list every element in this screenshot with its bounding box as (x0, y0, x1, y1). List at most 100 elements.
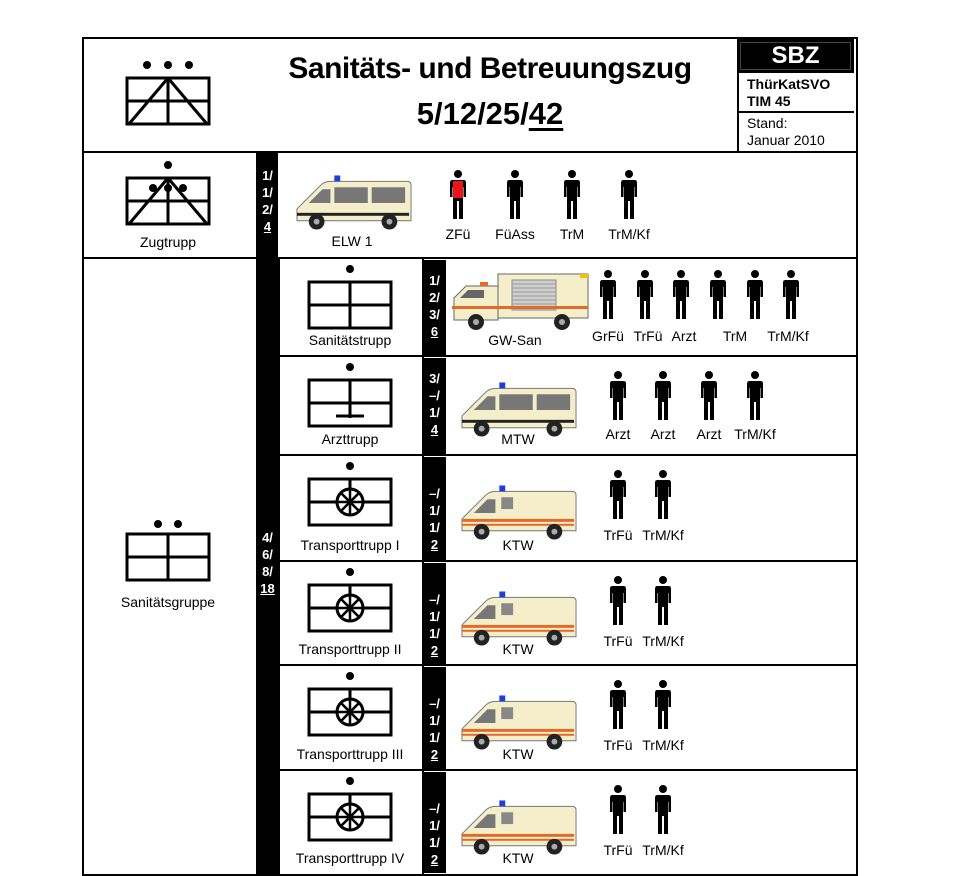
person-icon (610, 371, 626, 420)
strength-value: –/ (429, 592, 440, 607)
divider (278, 355, 856, 357)
wheel-tactical-symbol (307, 672, 393, 737)
divider (82, 257, 856, 259)
strength-value: –/ (429, 388, 440, 403)
doctor-tactical-symbol (307, 363, 393, 428)
strength-value: 1/ (429, 609, 440, 624)
unit-symbol-cell: Transporttrupp III (278, 665, 422, 770)
unit-strength: 5/12/25/42 (250, 96, 730, 132)
unit-strength: 1/2/3/6 (423, 260, 446, 355)
strength-value: 1/ (429, 503, 440, 518)
tim-number: TIM 45 (747, 93, 791, 109)
divider (278, 454, 856, 456)
role-label: Arzt (696, 426, 722, 442)
vehicle-label: KTW (502, 850, 534, 866)
regulation: ThürKatSVO (747, 76, 831, 92)
strength-value: 6/ (262, 547, 273, 562)
role-label: TrM/Kf (642, 842, 684, 858)
unit-strength: –/1/1/2 (423, 667, 446, 769)
person-icon (637, 270, 653, 319)
wheel-tactical-symbol (307, 568, 393, 633)
role-label: ZFü (445, 226, 471, 242)
unit-name: Arzttrupp (321, 431, 379, 447)
person-icon (655, 576, 671, 625)
role-label: TrM/Kf (767, 328, 809, 344)
divider (278, 258, 280, 874)
role-label: TrFü (603, 527, 633, 543)
stand-label: Stand: (747, 115, 788, 131)
strength-value: 2 (430, 852, 439, 867)
person-icon (450, 170, 466, 219)
person-icon (783, 270, 799, 319)
person-icon (610, 785, 626, 834)
person-icon (610, 576, 626, 625)
vehicle-label: KTW (502, 641, 534, 657)
strength-value: 1/ (429, 713, 440, 728)
person-icon (655, 371, 671, 420)
unit-symbol-cell: Arzttrupp (278, 356, 422, 455)
vehicle-ambulance-icon (461, 485, 577, 540)
role-label: TrM/Kf (642, 633, 684, 649)
strength-prefix: 5/12/25/ (416, 96, 529, 131)
zugtrupp-tactical-symbol (125, 161, 211, 226)
regulation-box: ThürKatSVO TIM 45 (737, 73, 854, 113)
vehicle-van-icon (296, 175, 412, 230)
strength-total: 42 (528, 96, 564, 131)
role-label: FüAss (495, 226, 535, 242)
cross-tactical-symbol (307, 265, 393, 330)
wheel-tactical-symbol (307, 462, 393, 527)
divider (278, 769, 856, 771)
person-icon (673, 270, 689, 319)
vehicle-label: ELW 1 (331, 233, 373, 249)
zugtrupp-strength: 1/ 1/ 2/ 4 (257, 153, 278, 258)
vehicle-ambulance-icon (461, 591, 577, 646)
role-label: TrM/Kf (608, 226, 650, 242)
strength-value: 4 (263, 219, 272, 234)
stand-date: Januar 2010 (747, 132, 825, 148)
unit-symbol-cell: Transporttrupp I (278, 455, 422, 561)
unit-strength: –/1/1/2 (423, 457, 446, 560)
vehicle-label: KTW (502, 537, 534, 553)
strength-value: 1/ (429, 273, 440, 288)
person-icon (655, 785, 671, 834)
strength-value: 1/ (429, 405, 440, 420)
role-label: Arzt (605, 426, 631, 442)
strength-value: 3/ (429, 371, 440, 386)
role-label: Arzt (650, 426, 676, 442)
strength-value: 1/ (429, 835, 440, 850)
strength-value: –/ (429, 801, 440, 816)
person-icon (564, 170, 580, 219)
strength-value: 2/ (262, 202, 273, 217)
person-icon (600, 270, 616, 319)
strength-value: 2 (430, 537, 439, 552)
page-title: Sanitäts- und Betreuungszug (288, 52, 692, 85)
strength-value: 8/ (262, 564, 273, 579)
unit-strength: –/1/1/2 (423, 772, 446, 873)
role-label: Arzt (671, 328, 697, 344)
strength-value: 1/ (429, 730, 440, 745)
strength-value: 4/ (262, 530, 273, 545)
role-label: TrM/Kf (642, 527, 684, 543)
strength-value: 4 (430, 422, 439, 437)
role-label: TrM/Kf (642, 737, 684, 753)
unit-name: Transporttrupp II (298, 641, 402, 657)
strength-value: 2 (430, 643, 439, 658)
vehicle-label: MTW (501, 431, 535, 447)
person-icon (747, 371, 763, 420)
role-label: GrFü (592, 328, 624, 344)
unit-badge: SBZ (737, 39, 854, 73)
unit-name: Transporttrupp IV (295, 850, 405, 866)
strength-value: 2/ (429, 290, 440, 305)
person-icon (701, 371, 717, 420)
role-label: TrFü (633, 328, 663, 344)
zug-tactical-symbol (125, 61, 211, 126)
person-icon (655, 470, 671, 519)
person-icon (747, 270, 763, 319)
strength-value: 6 (430, 324, 439, 339)
role-label: TrFü (603, 737, 633, 753)
divider (278, 560, 856, 562)
role-label: TrM/Kf (734, 426, 776, 442)
unit-symbol-cell: Transporttrupp II (278, 561, 422, 665)
gruppe-strength: 4/ 6/ 8/ 18 (257, 259, 278, 874)
vehicle-label: KTW (502, 746, 534, 762)
